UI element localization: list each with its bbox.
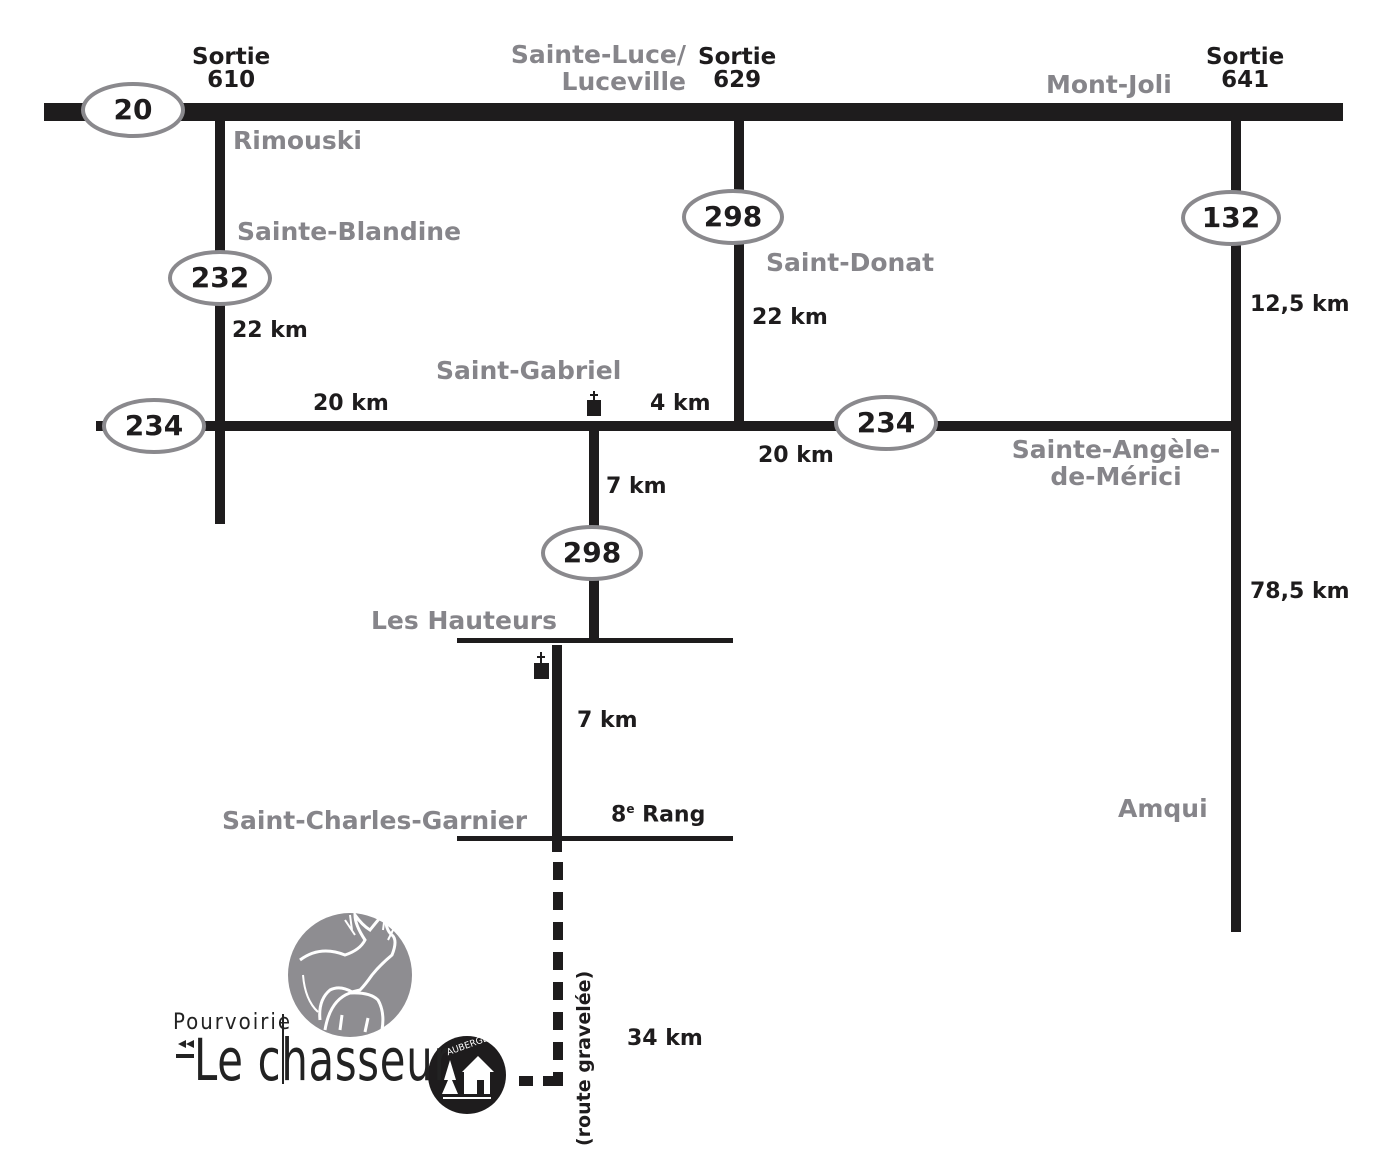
church-icon <box>587 391 601 416</box>
exit-610-label: Sortie 610 <box>192 46 270 92</box>
place-mont-joli: Mont-Joli <box>1046 70 1172 99</box>
shield-20-number: 20 <box>113 93 153 126</box>
place-sainte-luce: Sainte-Luce/ Luceville <box>510 40 686 96</box>
distance-les-hauteurs-south: 7 km <box>577 708 638 733</box>
shield-298-south-number: 298 <box>562 536 622 569</box>
gravel-road-note: (route gravelée) <box>573 970 595 1146</box>
shield-234-east <box>834 395 938 451</box>
exit-629-label: Sortie 629 <box>698 46 776 92</box>
distance-234-east: 20 km <box>758 443 834 468</box>
route-298-north <box>734 112 744 428</box>
logo-name: Le chasseur <box>194 1026 452 1094</box>
distance-234-west: 20 km <box>313 391 389 416</box>
exit-641-label: Sortie 641 <box>1206 46 1284 92</box>
shield-234-east-number: 234 <box>856 406 916 439</box>
place-les-hauteurs: Les Hauteurs <box>371 606 557 635</box>
shield-20 <box>81 82 185 138</box>
shield-132 <box>1181 190 1281 246</box>
highway-20 <box>44 103 1343 121</box>
auberge-badge-icon <box>428 1036 506 1114</box>
shield-298-south <box>541 525 643 581</box>
distance-232: 22 km <box>232 318 308 343</box>
moose-bear-logo <box>288 908 412 1037</box>
route-234 <box>96 421 1241 431</box>
shield-132-number: 132 <box>1201 201 1261 234</box>
road-to-saint-charles <box>552 645 562 852</box>
distance-132: 12,5 km <box>1250 292 1350 317</box>
place-sainte-blandine: Sainte-Blandine <box>237 217 462 246</box>
shield-232-number: 232 <box>190 261 250 294</box>
distance-132-south: 78,5 km <box>1250 579 1350 604</box>
logo-prefix: Pourvoirie <box>173 1010 293 1035</box>
les-hauteurs-road <box>457 638 733 643</box>
exit-word: Sortie <box>192 44 271 70</box>
exit-number: 641 <box>1221 67 1270 93</box>
shield-298-north-number: 298 <box>703 200 763 233</box>
logo-divider <box>282 1014 284 1084</box>
shield-232 <box>168 250 272 306</box>
shield-234-west <box>102 398 206 454</box>
place-saint-donat: Saint-Donat <box>766 248 935 277</box>
place-amqui: Amqui <box>1118 794 1208 823</box>
rang-8-label: 8e Rang <box>611 802 706 828</box>
exit-word: Sortie <box>1206 44 1285 70</box>
shield-298-north <box>682 189 784 245</box>
roads <box>44 103 1343 1086</box>
place-saint-gabriel: Saint-Gabriel <box>436 356 622 385</box>
rang-8-road <box>457 836 733 841</box>
logo-arrow-marks <box>176 1040 194 1058</box>
exit-number: 610 <box>207 67 256 93</box>
distance-gravel-road: 34 km <box>627 1026 703 1051</box>
distance-298-south: 7 km <box>606 474 667 499</box>
route-232 <box>215 112 225 524</box>
place-saint-charles-garnier: Saint-Charles-Garnier <box>222 806 528 835</box>
distance-298-north: 22 km <box>752 305 828 330</box>
church-icon <box>534 652 549 679</box>
place-sainte-angele: Sainte-Angèle- de-Mérici <box>1011 435 1221 491</box>
shield-234-west-number: 234 <box>124 409 184 442</box>
distance-saint-gabriel-east: 4 km <box>650 391 711 416</box>
place-rimouski: Rimouski <box>233 126 362 155</box>
route-shields <box>81 82 1281 581</box>
route-132 <box>1231 112 1241 932</box>
exit-number: 629 <box>713 67 762 93</box>
gravel-road-dashes <box>519 862 563 1086</box>
exit-word: Sortie <box>698 44 777 70</box>
